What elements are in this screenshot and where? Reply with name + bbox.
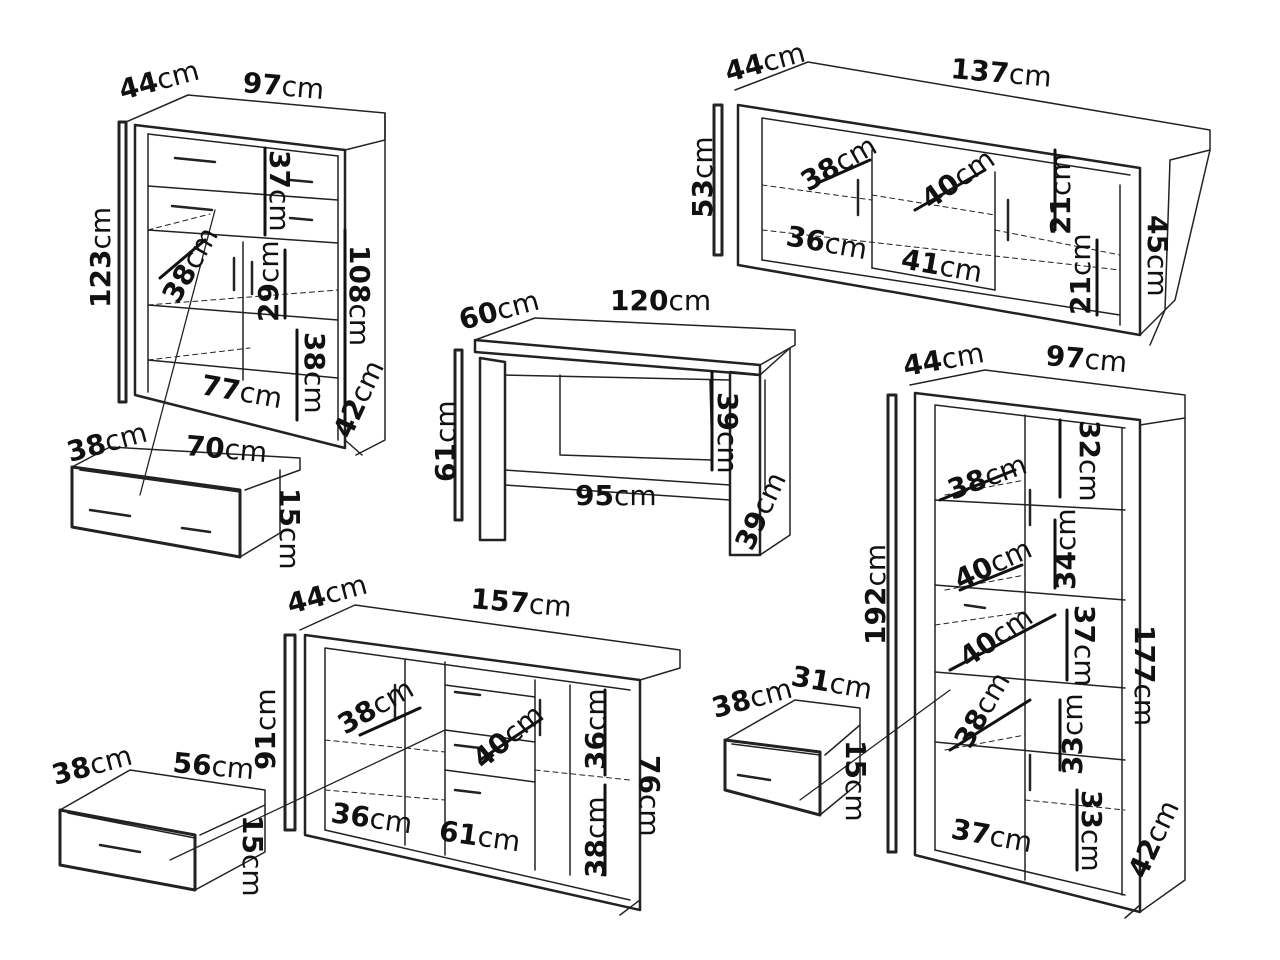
chest-width-label: 97cm: [241, 66, 325, 106]
chest-drawer-height-label: 37cm: [263, 150, 296, 232]
sideboard-drawer-depth-label: 38cm: [48, 739, 135, 792]
cabinet-drawer-width-label: 31cm: [789, 659, 875, 706]
tv-unit-height-label: 53cm: [686, 136, 719, 218]
cabinet-h1-label: 32cm: [1073, 420, 1106, 502]
chest-drawer-depth-label: 38cm: [63, 416, 150, 469]
table-depth-label: 60cm: [455, 284, 542, 337]
cabinet-shelf2-label: 40cm: [949, 532, 1037, 596]
chest-shelf-depth-label: 38cm: [155, 221, 224, 308]
table-shelf-width-label: 95cm: [575, 479, 657, 512]
tv-unit-depth-label: 44cm: [721, 36, 808, 89]
chest-drawer-width-label: 70cm: [184, 429, 268, 469]
cabinet-h5-label: 33cm: [1075, 790, 1108, 872]
cabinet-depth-label: 44cm: [900, 336, 986, 383]
sideboard-drawer-drawing: [58, 769, 266, 892]
sideboard-left-width-label: 36cm: [329, 796, 414, 840]
cabinet-shelf4-label: 38cm: [947, 666, 1016, 753]
chest-plinth-depth-label: 42cm: [326, 355, 390, 443]
tall-cabinet-drawing: [799, 369, 1186, 919]
chest-depth-label: 44cm: [115, 54, 202, 107]
cabinet-height-label: 192cm: [859, 544, 892, 645]
tv-unit-compartment-height-bottom-label: 21cm: [1064, 233, 1097, 315]
sideboard-drawer-width-label: 56cm: [171, 746, 255, 786]
sideboard-right-bottom-height-label: 38cm: [579, 796, 612, 878]
tv-unit-shelf-depth-mid-label: 40cm: [915, 142, 1001, 216]
sideboard-height-label: 91cm: [249, 688, 282, 770]
chest-inner-height-label: 108cm: [343, 245, 376, 346]
chest-of-drawers-drawing: [117, 94, 386, 496]
cabinet-h4-label: 33cm: [1056, 693, 1089, 775]
cabinet-drawer-box-height-label: 15cm: [839, 740, 872, 822]
chest-height-label: 123cm: [84, 207, 117, 308]
tv-unit-mid-width-label: 41cm: [899, 242, 985, 289]
chest-lower-inner-height-label: 38cm: [298, 332, 331, 414]
cabinet-h2-label: 34cm: [1049, 508, 1082, 590]
cabinet-plinth-depth-label: 42cm: [1121, 795, 1185, 883]
cabinet-shelf1-label: 38cm: [943, 448, 1031, 507]
sideboard-inner-height-label: 76cm: [633, 755, 666, 837]
sideboard-mid-width-label: 61cm: [437, 814, 522, 858]
tv-unit-shelf-depth-left-label: 38cm: [795, 129, 882, 198]
chest-inner-width-label: 77cm: [199, 368, 285, 415]
cabinet-inner-height-label: 177cm: [1128, 625, 1161, 726]
cabinet-h3-label: 37cm: [1068, 605, 1101, 687]
sideboard-shelf-depth-mid-label: 40cm: [466, 698, 550, 776]
tv-unit-width-label: 137cm: [949, 52, 1053, 94]
cabinet-width-label: 97cm: [1044, 339, 1128, 379]
sideboard-right-top-height-label: 36cm: [579, 688, 612, 770]
chest-drawer-box-height-label: 15cm: [273, 488, 306, 570]
sideboard-width-label: 157cm: [469, 582, 573, 624]
sideboard-drawer-box-height-label: 15cm: [236, 815, 269, 897]
table-inner-height-label: 39cm: [711, 392, 744, 474]
tv-unit-drawing: [712, 61, 1211, 346]
table-shelf-depth-label: 39cm: [728, 467, 792, 555]
table-height-label: 61cm: [429, 400, 462, 482]
cabinet-shelf3-label: 40cm: [953, 600, 1039, 674]
cabinet-drawer-depth-label: 38cm: [708, 672, 795, 725]
sideboard-depth-label: 44cm: [283, 568, 370, 621]
cabinet-inner-width-label: 37cm: [949, 812, 1035, 859]
chest-door-inner-height-label: 29cm: [252, 240, 285, 322]
sideboard-shelf-depth-left-label: 38cm: [332, 672, 419, 741]
cabinet-drawer-drawing: [723, 699, 861, 817]
table-width-label: 120cm: [610, 284, 711, 317]
tv-unit-compartment-height-top-label: 21cm: [1044, 153, 1077, 235]
tv-unit-inner-height-label: 45cm: [1141, 215, 1174, 297]
sideboard-drawing: [169, 604, 681, 916]
chest-drawer-drawing: [70, 446, 301, 559]
tv-unit-left-width-label: 36cm: [784, 219, 870, 266]
